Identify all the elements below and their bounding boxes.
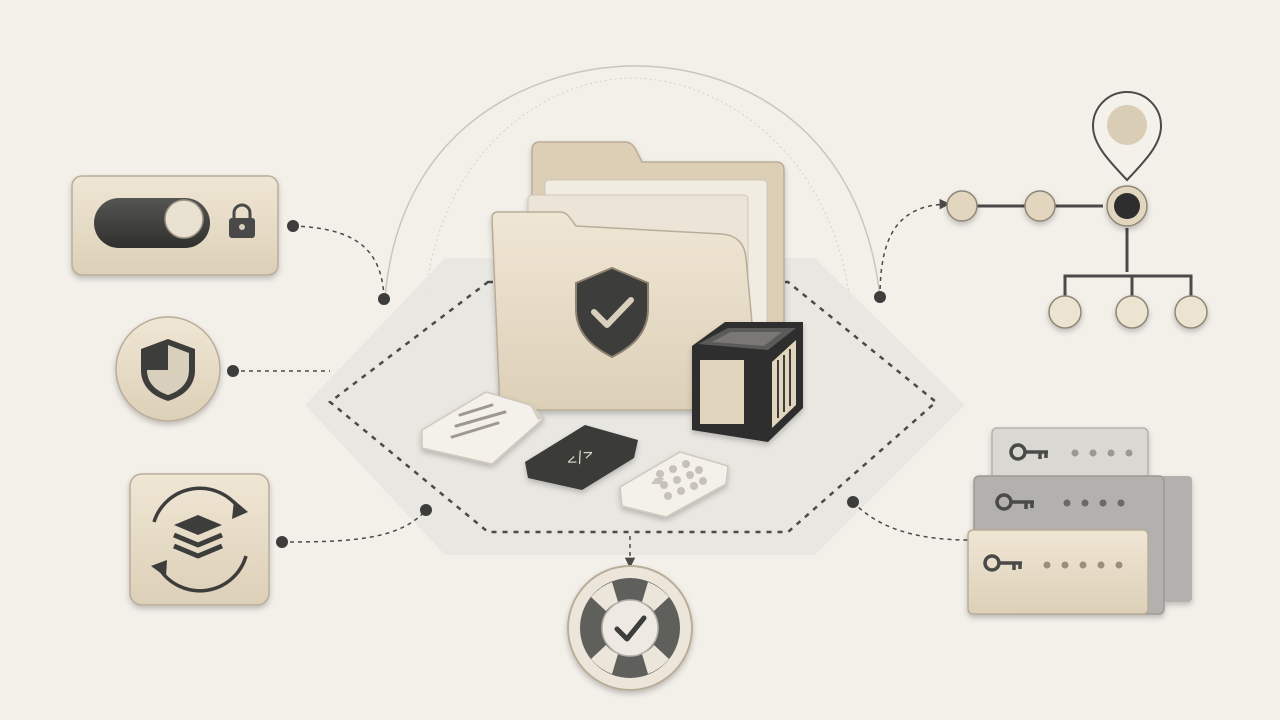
storage-crate-icon[interactable] — [692, 322, 803, 442]
lifebuoy-check-icon[interactable] — [567, 565, 693, 691]
layers-sync-icon — [151, 486, 248, 593]
connector-hierarchy — [879, 198, 951, 298]
key-password-cards-icon[interactable] — [967, 427, 1192, 615]
padlock-icon — [229, 203, 255, 238]
key-icon — [983, 443, 1048, 572]
connector-keys — [852, 501, 971, 541]
document-tiles: </> — [421, 391, 729, 518]
location-pin-hierarchy-icon[interactable] — [946, 91, 1208, 329]
code-file-icon[interactable]: </> — [525, 425, 638, 490]
toggle-lock-card[interactable] — [71, 175, 279, 276]
protection-dome — [384, 65, 881, 301]
connector-lines — [233, 198, 971, 569]
shield-badge[interactable] — [115, 316, 221, 422]
folder-with-shield-icon — [575, 266, 649, 359]
connector-dots — [227, 220, 886, 548]
half-shield-icon — [141, 339, 195, 401]
text-document-icon[interactable] — [421, 391, 546, 465]
connector-sync — [281, 509, 427, 543]
layers-sync-card[interactable] — [129, 473, 270, 606]
toggle-switch-icon[interactable] — [94, 198, 210, 248]
connector-toggle — [292, 225, 385, 299]
location-pin-icon — [1091, 91, 1163, 182]
password-dots — [1043, 449, 1133, 569]
grid-table-icon[interactable] — [619, 451, 729, 518]
